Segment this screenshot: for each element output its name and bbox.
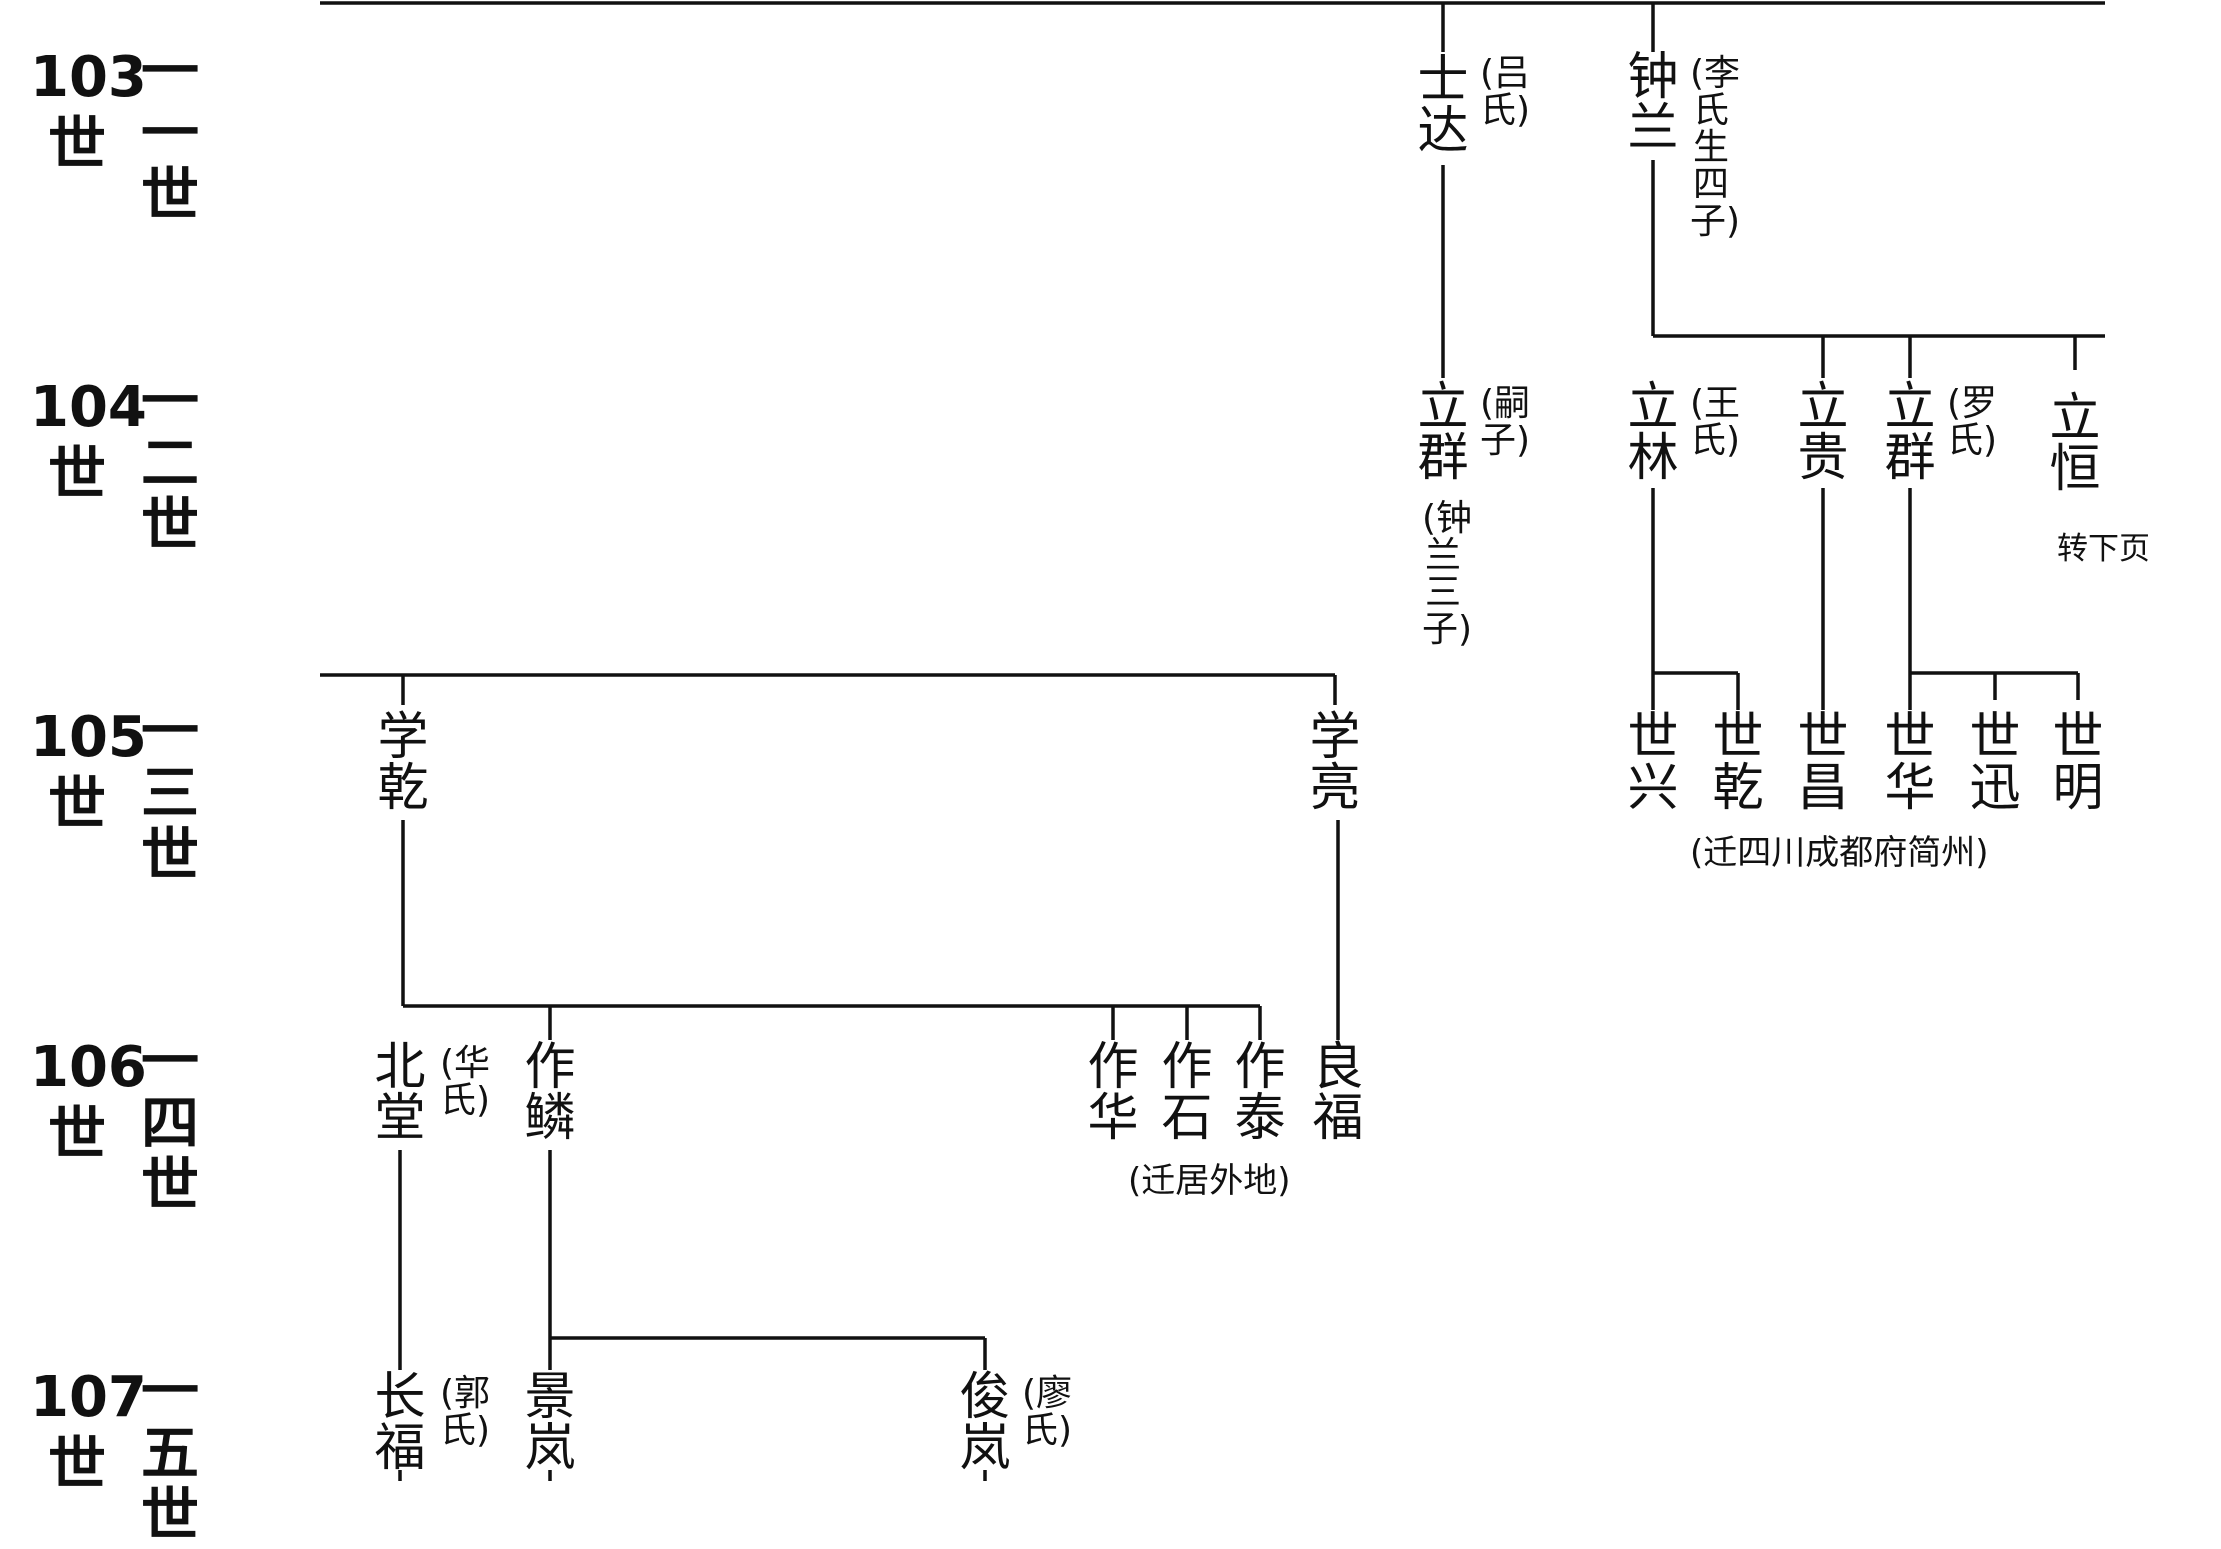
generation-chinese: 一二世 [140,367,199,559]
generation-shi: 世 [48,110,107,178]
person-liheng: 立恒 [2049,389,2101,499]
person-xueqian: 学乾 [377,708,429,818]
spouse-note-junlan: (廖氏) [1022,1373,1073,1451]
person-liangfu: 良福 [1312,1038,1364,1148]
generation-chinese: 一五世 [140,1357,199,1549]
generation-chinese: 一三世 [140,697,199,889]
person-liqun-heir: 立群 [1417,378,1469,488]
spouse-note-beitang: (华氏) [440,1043,491,1121]
person-xueliang: 学亮 [1309,708,1361,818]
generation-number: 106 [30,1035,147,1100]
generation-shi: 世 [48,770,107,838]
person-shihua: 世华 [1884,708,1936,818]
genealogy-lines [320,1,2105,1481]
person-zuoshi: 作石 [1161,1038,1213,1148]
person-shichang: 世昌 [1797,708,1849,818]
spouse-note-zhonglan: (李氏生四子) [1690,53,1741,242]
person-beitang: 北堂 [374,1038,426,1148]
generation-shi: 世 [48,1100,107,1168]
spouse-note-shida: (吕氏) [1480,53,1531,131]
person-lilin: 立林 [1627,378,1679,488]
generation-chinese: 一一世 [140,37,199,229]
person-zuolin: 作鳞 [524,1038,576,1148]
heir-note: (嗣子) [1480,383,1531,461]
person-zhonglan: 钟兰 [1627,48,1679,158]
generation-chinese: 一四世 [140,1027,199,1219]
generation-shi: 世 [48,1430,107,1498]
person-ligui: 立贵 [1797,378,1849,488]
spouse-note-changfu: (郭氏) [440,1373,491,1451]
person-shixing: 世兴 [1627,708,1679,818]
migration-note-sichuan: (迁四川成都府简州) [1690,833,1989,873]
spouse-note-lilin: (王氏) [1690,383,1741,461]
person-shiqian: 世乾 [1712,708,1764,818]
person-liqun: 立群 [1884,378,1936,488]
person-shida: 士达 [1417,51,1469,161]
person-junlan: 俊岚 [959,1368,1011,1478]
generation-number: 103 [30,45,147,110]
person-changfu: 长福 [374,1368,426,1478]
person-zuohua: 作华 [1087,1038,1139,1148]
person-shixun: 世迅 [1969,708,2021,818]
spouse-note-liqun: (罗氏) [1947,383,1998,461]
person-jinglan: 景岚 [524,1368,576,1478]
person-shiming: 世明 [2052,708,2104,818]
migration-note-elsewhere: (迁居外地) [1128,1161,1291,1201]
generation-number: 107 [30,1365,147,1430]
generation-number: 104 [30,375,147,440]
person-zuotai: 作泰 [1234,1038,1286,1148]
generation-shi: 世 [48,440,107,508]
continued-next-page-note: 转下页 [2057,531,2150,567]
generation-number: 105 [30,705,147,770]
heir-origin-note: (钟兰三子) [1422,498,1473,650]
